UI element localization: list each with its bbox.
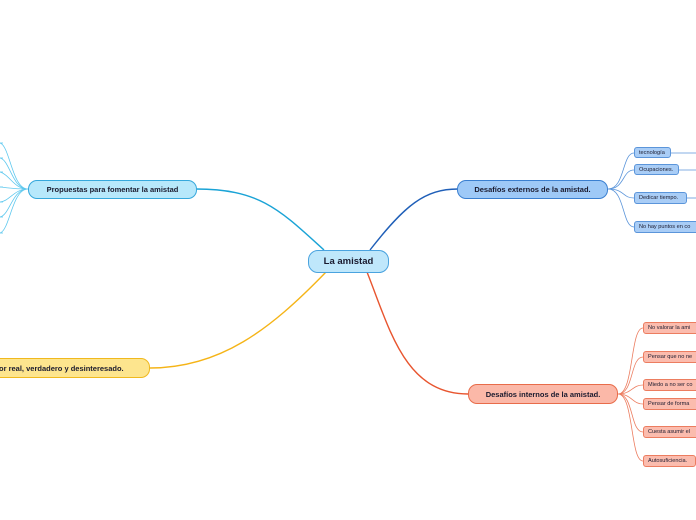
proposals-leaf-connectors	[0, 142, 29, 234]
internal-leaf-not-valuing[interactable]: No valorar la ami	[643, 322, 696, 334]
external-leaf-label: tecnología	[639, 149, 665, 156]
internal-leaf-fear[interactable]: Miedo a no ser co	[643, 379, 696, 391]
branch-proposals[interactable]: Propuestas para fomentar la amistad	[28, 180, 197, 199]
branch-internal-challenges[interactable]: Desafíos internos de la amistad.	[468, 384, 618, 404]
external-leaf-dedicate-time[interactable]: Dedicar tiempo.	[634, 192, 687, 204]
external-leaf-connectors	[607, 152, 696, 228]
external-leaf-label: Dedicar tiempo.	[639, 195, 679, 201]
connector-love	[149, 271, 327, 369]
internal-leaf-label: Autosuficiencia.	[648, 458, 688, 464]
connector-proposals	[195, 188, 325, 251]
central-topic[interactable]: La amistad	[308, 250, 389, 273]
external-leaf-label: Ocupaciones.	[639, 166, 674, 173]
branch-real-love[interactable]: or real, verdadero y desinteresado.	[0, 358, 150, 378]
branch-external-label: Desafíos externos de la amistad.	[474, 185, 591, 194]
internal-leaf-connectors	[617, 327, 644, 462]
external-leaf-no-common-points[interactable]: No hay puntos en co	[634, 221, 696, 233]
internal-leaf-thinking-no-need[interactable]: Pensar que no ne	[643, 351, 696, 363]
internal-leaf-label: No valorar la ami	[648, 325, 691, 331]
connector-external	[369, 188, 459, 251]
proposals-leaf-underlines	[0, 142, 3, 234]
internal-leaf-thinking-way[interactable]: Pensar de forma	[643, 398, 696, 410]
branch-external-challenges[interactable]: Desafíos externos de la amistad.	[457, 180, 608, 199]
external-leaf-label: No hay puntos en co	[639, 224, 691, 230]
external-leaf-technology[interactable]: tecnología	[634, 147, 671, 158]
internal-leaf-label: Miedo a no ser co	[648, 382, 693, 388]
external-leaf-occupations[interactable]: Ocupaciones.	[634, 164, 679, 175]
central-topic-label: La amistad	[323, 256, 374, 267]
internal-leaf-self-sufficiency[interactable]: Autosuficiencia.	[643, 455, 696, 467]
internal-leaf-label: Pensar de forma	[648, 401, 690, 407]
connector-internal	[366, 271, 469, 395]
internal-leaf-label: Cuesta asumir el	[648, 429, 690, 435]
internal-leaf-label: Pensar que no ne	[648, 354, 693, 360]
branch-proposals-label: Propuestas para fomentar la amistad	[46, 185, 179, 194]
internal-leaf-hard-to-assume[interactable]: Cuesta asumir el	[643, 426, 696, 438]
branch-real-love-label: or real, verdadero y desinteresado.	[0, 363, 124, 373]
branch-internal-label: Desafíos internos de la amistad.	[485, 389, 601, 399]
